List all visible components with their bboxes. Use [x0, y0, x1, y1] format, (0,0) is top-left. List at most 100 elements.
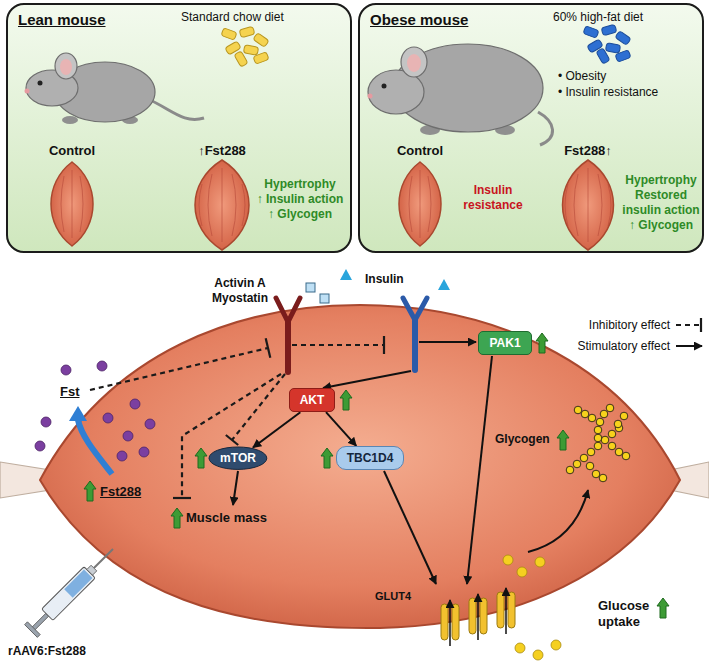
chow-pellets	[253, 33, 269, 48]
follistatin-dot	[97, 361, 107, 371]
secretion-arrow	[78, 420, 112, 474]
glycogen-granule	[594, 434, 602, 442]
transporter-label: GLUT4	[375, 590, 411, 603]
increase-arrow	[536, 333, 548, 353]
activin-receptor	[276, 298, 300, 372]
protein-label: Fst	[60, 384, 80, 400]
high-fat-pellets	[596, 48, 610, 64]
muscle-striation	[199, 184, 202, 226]
increase-arrow	[171, 508, 183, 528]
increase-arrow	[321, 448, 333, 468]
ligand-label: Activin A	[214, 276, 266, 290]
panel-text: Restored insulin action	[620, 188, 702, 218]
high-fat-pellets	[583, 26, 599, 38]
lean-mouse-figure	[38, 81, 43, 86]
uptake-arrow	[449, 600, 451, 646]
glycogen-granule	[566, 404, 630, 482]
uptake-arrow	[477, 594, 479, 640]
panel-ground	[6, 3, 704, 253]
glycogen-granule	[574, 406, 582, 414]
glut4-transporter	[508, 592, 515, 628]
lean-mouse-figure	[25, 53, 205, 124]
lean-mouse-figure	[62, 116, 78, 124]
text-stack: Hypertrophy↑ Insulin action↑ Glycogen	[252, 177, 348, 222]
stimulatory-arrow	[676, 345, 702, 347]
inhibitory-line	[700, 318, 702, 332]
panel-text: ↑ Glycogen	[620, 218, 702, 233]
glucose-dot	[503, 555, 513, 565]
follistatin-dot	[35, 441, 45, 451]
muscle-striation	[61, 168, 611, 242]
stimulatory-arrow	[467, 356, 492, 584]
protein-box: AKT	[289, 388, 336, 412]
small-muscle	[399, 162, 441, 246]
glycogen-granule	[614, 420, 622, 428]
increase-arrow	[557, 430, 569, 450]
activin-receptor	[276, 298, 300, 322]
glycogen-granule	[587, 448, 595, 456]
glut4-transporter	[441, 604, 448, 640]
insulin-receptor	[412, 320, 418, 370]
obese-mouse-figure	[382, 84, 387, 89]
panel-text: • Insulin resistance	[558, 85, 658, 99]
panel-text: ↑Fst288	[198, 143, 246, 159]
increase-arrow	[84, 481, 96, 501]
glucose-dot	[517, 567, 527, 577]
inhibitory-line	[226, 435, 238, 445]
inhibitory-line	[173, 497, 191, 499]
panel-text: • Obesity	[558, 69, 606, 83]
syringe	[32, 613, 49, 630]
chow-pellets	[239, 26, 255, 37]
uptake-arrow	[505, 588, 507, 634]
obese-mouse-figure	[401, 47, 427, 77]
chow-pellets	[253, 52, 269, 64]
small-muscle	[51, 162, 93, 246]
muscle-striation	[420, 170, 421, 238]
high-fat-pellets	[601, 24, 617, 35]
syringe	[25, 543, 120, 638]
glut4-transporter	[480, 598, 487, 634]
follistatin-dot	[103, 413, 113, 423]
pathway-arrow	[253, 412, 300, 447]
panel-text: Control	[397, 143, 443, 159]
stimulatory-arrow	[419, 341, 476, 343]
muscle-fibre	[40, 305, 680, 628]
glycogen-granule	[601, 436, 609, 444]
follistatin-dot	[35, 361, 155, 461]
glucose-dot	[533, 650, 543, 660]
lean-mouse-figure	[55, 53, 77, 79]
obese-mouse-figure	[368, 44, 553, 145]
panel-text: Hypertrophy	[252, 177, 348, 192]
inhibitory-line	[266, 338, 271, 357]
inhibitory-line	[90, 318, 701, 498]
panel-text: ↑ Glycogen	[252, 207, 348, 222]
glycogen-granule	[594, 442, 602, 450]
protein-box: TBC1D4	[336, 446, 405, 470]
panel-text: Obese mouse	[370, 11, 468, 29]
glucose-dot	[535, 557, 545, 567]
inhibitory-line	[90, 348, 268, 390]
muscle-striation	[608, 184, 611, 226]
glycogen-granule	[581, 410, 589, 418]
syringe	[94, 549, 113, 568]
protein-name: TBC1D4	[347, 451, 394, 465]
small-muscle	[51, 160, 614, 250]
panel-text: Fst288↑	[564, 143, 612, 159]
text-stack: Insulin resistance	[453, 183, 533, 213]
glut4-transporter	[441, 592, 515, 640]
small-muscle	[195, 160, 249, 250]
panel-text: Control	[49, 143, 95, 159]
muscle-striation	[80, 176, 83, 232]
high-fat-pellets	[615, 50, 631, 62]
stimulatory-arrow	[233, 471, 238, 505]
muscle-striation	[565, 184, 568, 226]
muscle-striation	[574, 174, 578, 236]
glycogen-granule	[615, 448, 623, 456]
insulin-molecule	[340, 269, 352, 280]
glycogen-granule	[586, 462, 594, 470]
muscle-striation	[588, 168, 589, 242]
muscle-striation	[222, 168, 223, 242]
increase-arrow	[84, 333, 669, 618]
inhibitory-line	[383, 336, 385, 354]
